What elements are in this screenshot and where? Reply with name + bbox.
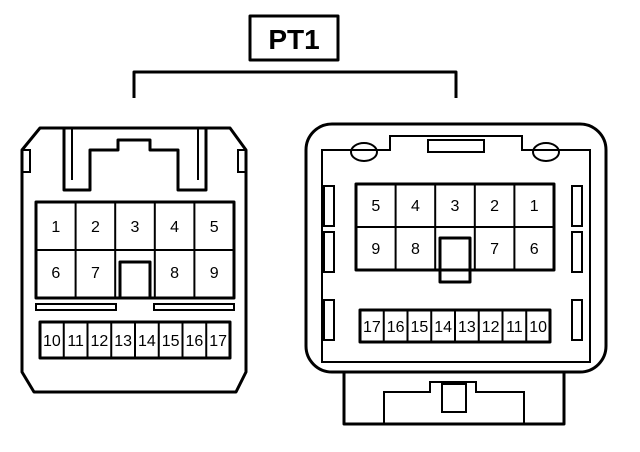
pin-label: 17 bbox=[363, 319, 381, 336]
pin-label: 3 bbox=[451, 198, 460, 215]
right-hole-left bbox=[350, 142, 378, 162]
pin-label: 2 bbox=[91, 219, 100, 236]
right-connector-body bbox=[304, 122, 608, 374]
pin-label: 4 bbox=[411, 198, 420, 215]
left-latch bbox=[62, 128, 208, 192]
pin-label: 8 bbox=[170, 265, 179, 282]
left-key-slot bbox=[118, 260, 152, 300]
title-box bbox=[248, 14, 340, 62]
right-base-tab bbox=[441, 383, 467, 413]
right-base bbox=[342, 372, 566, 426]
pin-label: 4 bbox=[170, 219, 179, 236]
pin-label: 2 bbox=[490, 198, 499, 215]
pin-label: 17 bbox=[209, 333, 227, 350]
pin-label: 15 bbox=[162, 333, 180, 350]
pin-label: 6 bbox=[530, 241, 539, 258]
pin-label: 3 bbox=[131, 219, 140, 236]
left-separator-a bbox=[35, 303, 117, 311]
pin-label: 5 bbox=[210, 219, 219, 236]
right-hole-right bbox=[532, 142, 560, 162]
pin-label: 7 bbox=[91, 265, 100, 282]
page-title: PT1 bbox=[268, 24, 319, 55]
pin-label: 6 bbox=[51, 265, 60, 282]
pin-label: 5 bbox=[371, 198, 380, 215]
left-connector-body bbox=[20, 126, 248, 394]
left-side-notches bbox=[22, 149, 246, 173]
pin-label: 1 bbox=[51, 219, 60, 236]
pin-label: 16 bbox=[185, 333, 203, 350]
bracket bbox=[132, 70, 458, 98]
pin-label: 13 bbox=[458, 319, 476, 336]
pin-label: 9 bbox=[210, 265, 219, 282]
pin-label: 9 bbox=[371, 241, 380, 258]
right-base-latch bbox=[383, 381, 525, 424]
pin-label: 12 bbox=[90, 333, 108, 350]
pin-label: 1 bbox=[530, 198, 539, 215]
left-separator-b bbox=[153, 303, 235, 311]
right-top-tab bbox=[427, 139, 485, 153]
pin-label: 10 bbox=[529, 319, 547, 336]
pin-label: 14 bbox=[434, 319, 452, 336]
pin-label: 11 bbox=[67, 333, 84, 350]
right-inner-frame bbox=[321, 135, 591, 363]
pin-label: 16 bbox=[387, 319, 405, 336]
pin-label: 14 bbox=[138, 333, 156, 350]
pin-label: 7 bbox=[490, 241, 499, 258]
right-connector: 5 4 3 2 1 9 8 7 6 17 16 15 14 13 12 11 10 bbox=[304, 122, 608, 426]
pin-label: 12 bbox=[482, 319, 500, 336]
right-key-slot bbox=[438, 236, 472, 284]
pin-label: 8 bbox=[411, 241, 420, 258]
left-latch-rails bbox=[71, 128, 199, 180]
pin-label: 13 bbox=[114, 333, 132, 350]
pin-label: 15 bbox=[410, 319, 428, 336]
pin-label: 10 bbox=[43, 333, 61, 350]
pin-label: 11 bbox=[506, 319, 523, 336]
